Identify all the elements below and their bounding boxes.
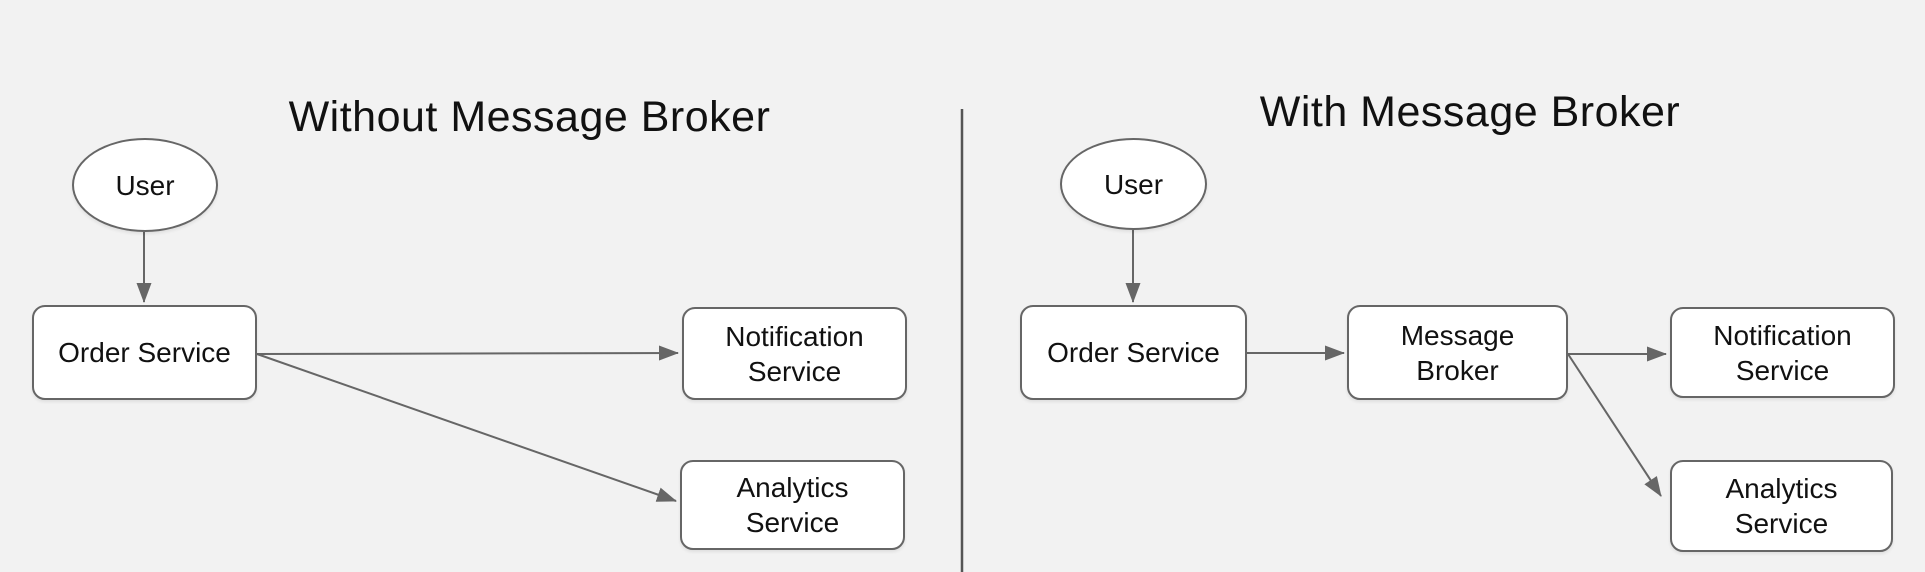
- left-notification-service-node: Notification Service: [682, 307, 907, 400]
- right-message-broker-node: Message Broker: [1347, 305, 1568, 400]
- left-analytics-label-line1: Analytics: [736, 472, 849, 503]
- left-order-service-node: Order Service: [32, 305, 257, 400]
- left-panel-title: Without Message Broker: [288, 93, 771, 141]
- right-panel-title: With Message Broker: [1259, 88, 1681, 136]
- arrow-left-order-to-notification: [256, 345, 679, 361]
- left-user-label: User: [115, 169, 175, 201]
- right-notification-service-node: Notification Service: [1670, 307, 1895, 398]
- right-analytics-label-line2: Service: [1734, 508, 1829, 539]
- right-user-node: User: [1060, 138, 1207, 230]
- right-notification-label-line2: Service: [1735, 354, 1830, 386]
- left-notification-label-line2: Service: [747, 355, 842, 387]
- right-user-label: User: [1103, 168, 1164, 200]
- right-broker-label-line2: Broker: [1416, 354, 1499, 386]
- right-analytics-service-node: Analytics Service: [1670, 460, 1893, 552]
- left-analytics-service-node: Analytics Service: [680, 460, 905, 550]
- arrow-left-order-to-analytics: [256, 353, 677, 502]
- right-notification-label-line1: Notification: [1713, 319, 1852, 351]
- right-broker-label-line1: Message: [1400, 319, 1515, 351]
- right-analytics-label-line1: Analytics: [1725, 473, 1838, 504]
- left-analytics-label-line2: Service: [745, 507, 840, 538]
- left-order-service-label: Order Service: [58, 337, 231, 368]
- left-notification-label-line1: Notification: [725, 320, 864, 352]
- left-user-node: User: [72, 138, 218, 232]
- arrow-right-broker-to-analytics: [1567, 353, 1662, 497]
- right-order-service-node: Order Service: [1020, 305, 1247, 400]
- right-order-service-label: Order Service: [1047, 337, 1220, 368]
